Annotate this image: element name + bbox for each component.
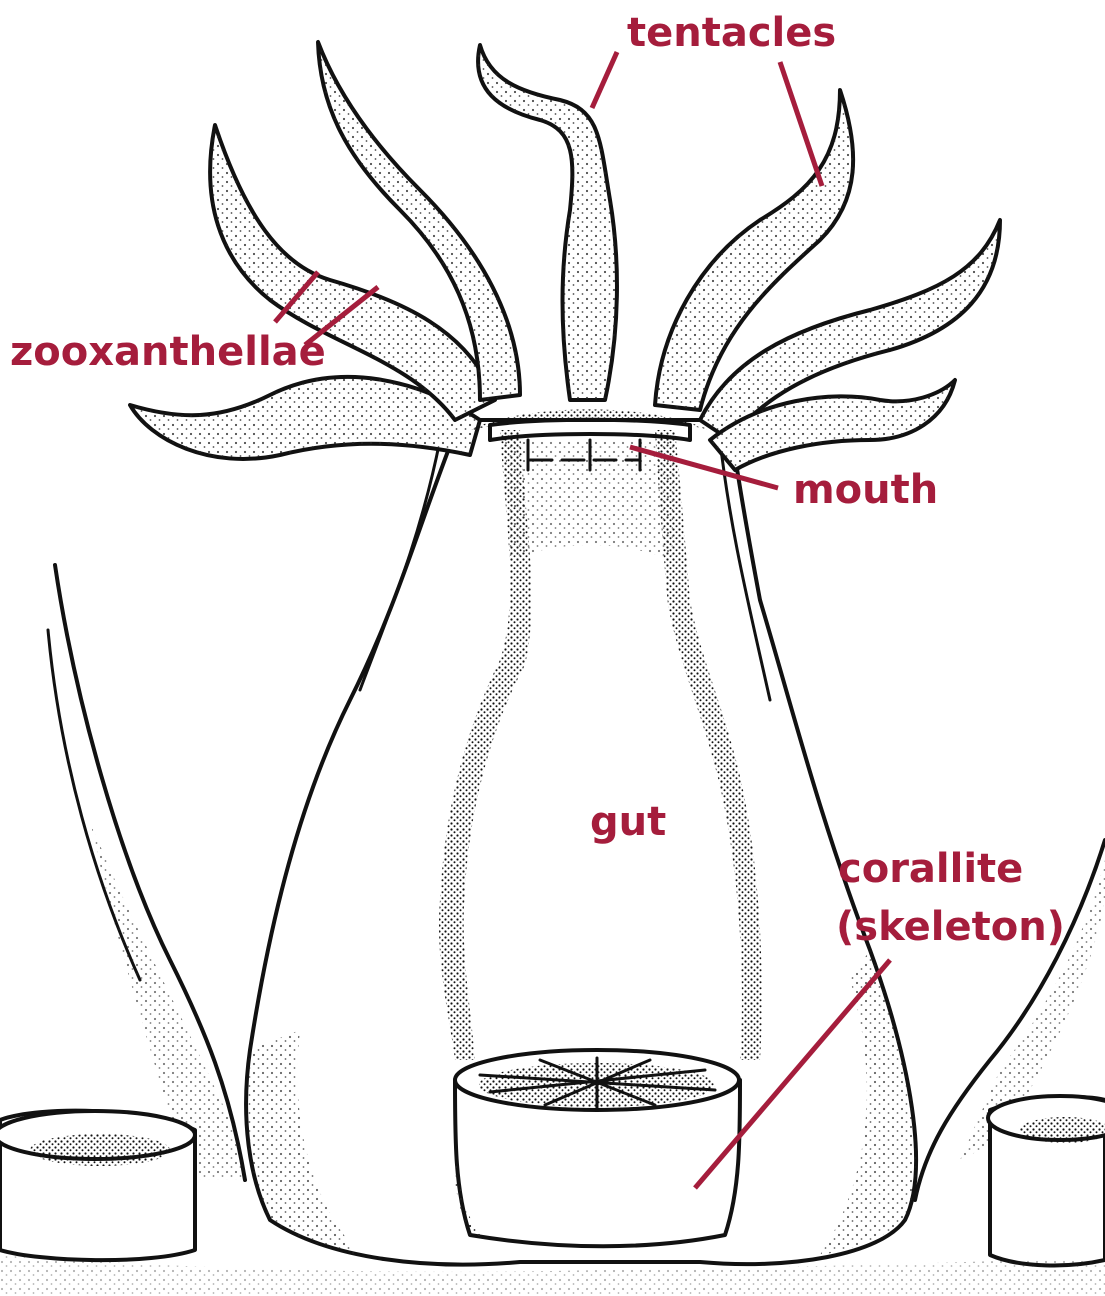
corallite-cup-right bbox=[988, 1096, 1105, 1265]
label-tentacles: tentacles bbox=[627, 10, 836, 56]
label-gut: gut bbox=[590, 799, 666, 845]
leader-tentacles-1 bbox=[592, 52, 617, 108]
tentacles-group bbox=[130, 42, 1000, 470]
corallite-cup-center bbox=[454, 1050, 740, 1246]
leader-tentacles-2 bbox=[780, 62, 822, 186]
corallite-cup-left bbox=[0, 1111, 195, 1260]
label-corallite: corallite bbox=[838, 846, 1023, 892]
label-mouth: mouth bbox=[793, 467, 938, 513]
label-skeleton: (skeleton) bbox=[836, 904, 1065, 950]
neighbor-polyp-left bbox=[48, 565, 245, 1180]
label-zooxanthellae: zooxanthellae bbox=[10, 329, 326, 375]
